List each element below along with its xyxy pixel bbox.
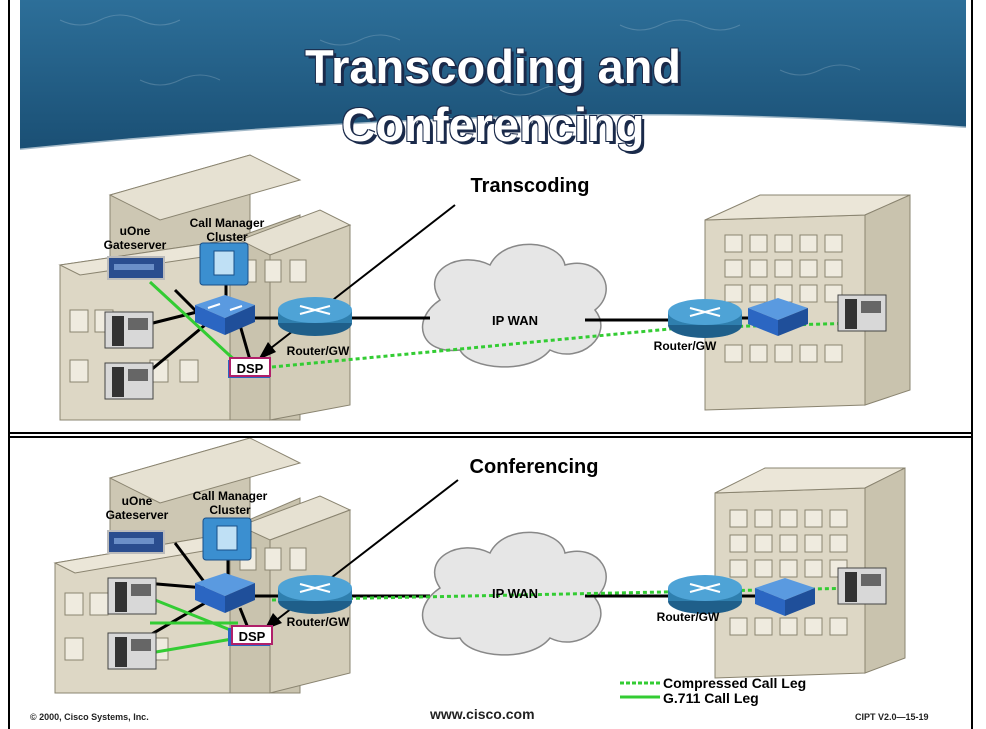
left-building	[58, 154, 352, 421]
legend-compressed-label: Compressed Call Leg	[663, 675, 806, 691]
legend-g711-label: G.711 Call Leg	[663, 690, 759, 706]
section-title-conferencing: Conferencing	[470, 456, 599, 478]
title-banner	[20, 0, 966, 150]
ip-phone-icon	[837, 567, 887, 605]
router-icon-left	[278, 297, 352, 336]
ip-wan-cloud	[421, 531, 607, 656]
ip-phone-icon	[104, 311, 154, 349]
g711-leg	[149, 596, 239, 635]
uone-label-line2: Gateserver	[106, 508, 169, 522]
page-title-line1: Transcoding and	[304, 40, 682, 93]
uone-server-icon	[107, 530, 165, 554]
router-left-label: Router/GW	[287, 615, 350, 629]
uone-label-line1: uOne	[120, 224, 151, 238]
dsp-label: DSP	[237, 361, 264, 376]
call-manager-icon	[202, 517, 252, 561]
footer-code: CIPT V2.0—15-19	[855, 712, 929, 722]
router-left-label: Router/GW	[287, 344, 350, 358]
ip-phone-icon	[107, 577, 157, 615]
call-manager-icon	[199, 242, 249, 286]
router-icon-right	[668, 575, 742, 614]
banner-texture	[20, 0, 966, 150]
g711-leg	[149, 636, 239, 655]
arrow-head	[258, 342, 276, 360]
ip-phone-icon	[837, 294, 887, 332]
router-icon-right	[668, 299, 742, 338]
switch-icon-right	[748, 298, 808, 336]
left-building	[53, 438, 352, 694]
section-divider	[10, 432, 971, 434]
footer-url[interactable]: www.cisco.com	[430, 706, 535, 722]
router-right-label: Router/GW	[654, 339, 717, 353]
dsp-module	[228, 625, 273, 646]
dsp-module	[228, 357, 271, 378]
page-title-line2: Conferencing	[341, 98, 645, 151]
transcoding-diagram: DSP Transcoding uOne Gateserver Call Man…	[58, 154, 911, 421]
section-divider-2	[10, 436, 971, 438]
g711-leg	[148, 280, 242, 367]
router-icon-left	[278, 575, 352, 614]
switch-icon-right	[755, 578, 815, 616]
ccm-label-line2: Cluster	[206, 230, 248, 244]
section-title-transcoding: Transcoding	[471, 175, 590, 197]
ip-phone-icon	[107, 632, 157, 670]
ip-phone-icon	[104, 362, 154, 400]
uone-label-line2: Gateserver	[104, 238, 167, 252]
ccm-label-line2: Cluster	[209, 503, 251, 517]
uone-label-line1: uOne	[122, 494, 153, 508]
ccm-label-line1: Call Manager	[193, 489, 268, 503]
footer-copyright: © 2000, Cisco Systems, Inc.	[30, 712, 149, 722]
switch-icon-left	[195, 573, 255, 613]
router-right-label: Router/GW	[657, 610, 720, 624]
dsp-label: DSP	[239, 629, 266, 644]
ip-wan-cloud	[421, 243, 607, 368]
conferencing-diagram: DSP Conferencing uOne Gateserver Call Ma…	[53, 438, 906, 699]
ip-wan-label: IP WAN	[492, 586, 538, 601]
ip-wan-label: IP WAN	[492, 313, 538, 328]
uone-server-icon	[107, 256, 165, 280]
slide-frame	[8, 0, 973, 729]
ccm-label-line1: Call Manager	[190, 216, 265, 230]
switch-icon-left	[195, 295, 255, 335]
